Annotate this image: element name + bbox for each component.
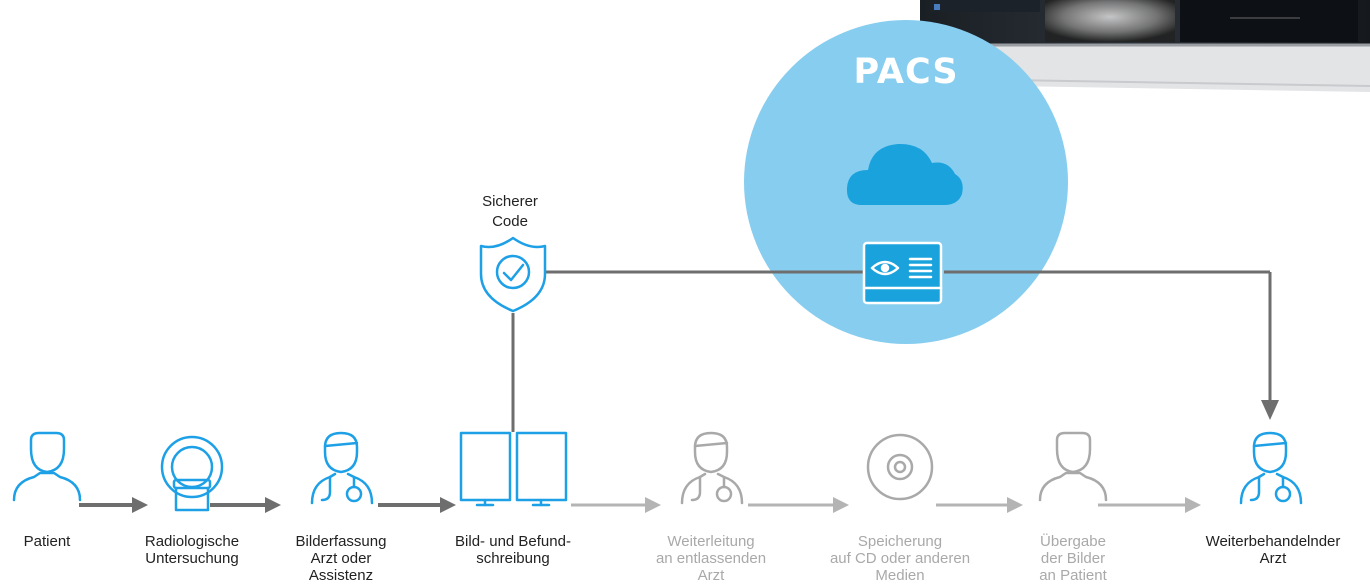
viewer-report-icon: [862, 241, 943, 305]
step-label-reporting: Bild- und Befund- schreibung: [455, 533, 571, 567]
secure-code-label: Sicherer Code: [482, 193, 538, 230]
secure-connection-lines: [511, 270, 1279, 432]
patient-icon: [12, 431, 82, 502]
step-label-handover: Übergabe der Bilder an Patient: [1039, 533, 1107, 584]
step-label-image-capture: Bilderfassung Arzt oder Assistenz: [295, 533, 387, 584]
cd-icon: [866, 433, 934, 501]
scanner-icon: [160, 435, 224, 512]
doctor-icon: [310, 431, 374, 505]
pacs-title: PACS: [853, 52, 959, 92]
step-label-patient: Patient: [23, 533, 71, 550]
step-label-forwarding: Weiterleitung an entlassenden Arzt: [655, 533, 767, 584]
shield-check-icon: [479, 236, 547, 313]
step-label-storage: Speicherung auf CD oder anderen Medien: [829, 533, 971, 584]
cloud-icon: [846, 143, 963, 205]
monitors-icon: [459, 431, 568, 507]
pacs-monitor-image: [919, 0, 1370, 92]
step-label-followup-doctor: Weiterbehandelnder Arzt: [1205, 533, 1341, 567]
doctor-icon: [680, 431, 744, 505]
doctor-icon: [1239, 431, 1303, 505]
step-label-radiology: Radiologische Untersuchung: [144, 533, 240, 567]
flow-arrows: [79, 497, 1201, 513]
patient-icon: [1038, 431, 1108, 502]
